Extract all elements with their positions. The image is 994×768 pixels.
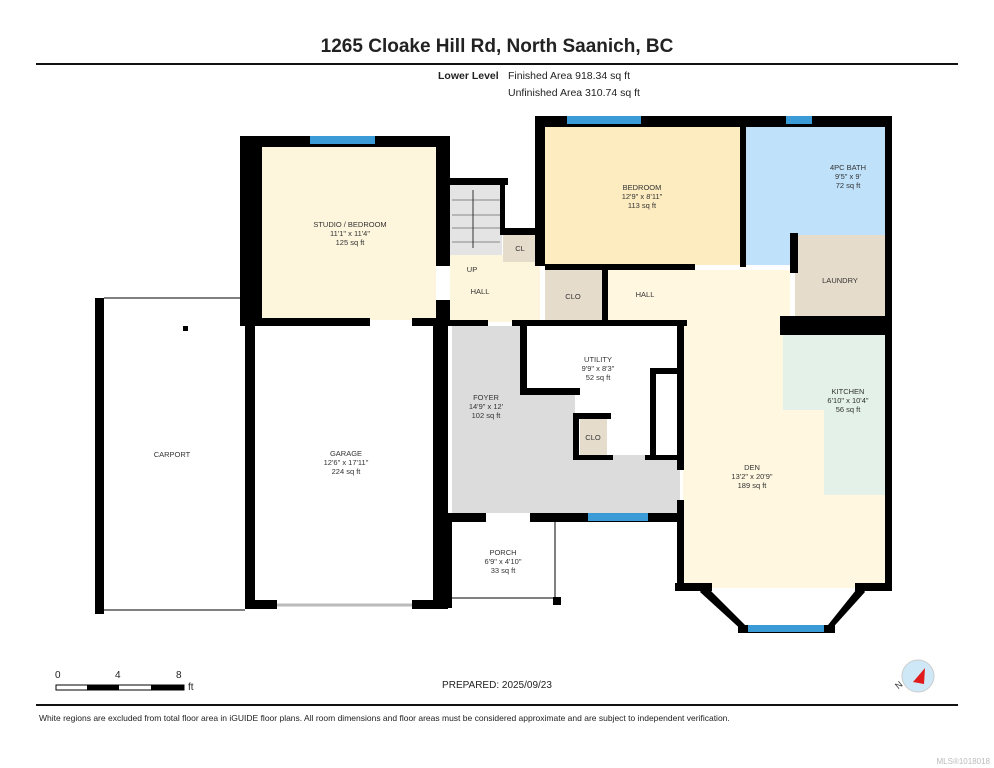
svg-text:CLO: CLO	[585, 433, 601, 442]
svg-text:GARAGE: GARAGE	[330, 449, 362, 458]
hall-room	[450, 255, 540, 322]
level-label: Lower Level	[438, 70, 499, 82]
clo2-closet	[580, 418, 607, 455]
svg-text:KITCHEN: KITCHEN	[832, 387, 865, 396]
svg-text:9'9" x 8'3": 9'9" x 8'3"	[582, 364, 615, 373]
svg-text:33 sq ft: 33 sq ft	[491, 566, 517, 575]
studio-room	[262, 147, 436, 320]
prepared-date: PREPARED: 2025/09/23	[442, 680, 552, 691]
scale-bar	[55, 684, 185, 691]
svg-text:4PC BATH: 4PC BATH	[830, 163, 866, 172]
svg-text:6'10" x 10'4": 6'10" x 10'4"	[827, 396, 868, 405]
stair	[450, 185, 502, 255]
disclaimer: White regions are excluded from total fl…	[39, 713, 730, 723]
svg-text:N: N	[893, 679, 904, 691]
svg-text:56 sq ft: 56 sq ft	[836, 405, 862, 414]
svg-text:FOYER: FOYER	[473, 393, 499, 402]
scale-tick-4: 4	[115, 670, 121, 681]
kitchen-room	[783, 335, 885, 495]
svg-text:102 sq ft: 102 sq ft	[472, 411, 502, 420]
svg-text:BEDROOM: BEDROOM	[623, 183, 662, 192]
footer-divider	[36, 704, 958, 706]
mls-number: MLS®1018018	[936, 757, 991, 766]
windows	[310, 116, 824, 632]
unfinished-area: Unfinished Area 310.74 sq ft	[508, 87, 640, 99]
svg-text:125 sq ft: 125 sq ft	[336, 238, 366, 247]
page-title: 1265 Cloake Hill Rd, North Saanich, BC	[320, 36, 674, 57]
svg-text:6'9" x 4'10": 6'9" x 4'10"	[485, 557, 522, 566]
svg-text:14'9" x 12': 14'9" x 12'	[469, 402, 504, 411]
svg-text:LAUNDRY: LAUNDRY	[822, 276, 858, 285]
foyer-room	[452, 326, 680, 513]
svg-text:189 sq ft: 189 sq ft	[738, 481, 768, 490]
svg-text:HALL: HALL	[471, 287, 490, 296]
svg-text:12'6" x 17'11": 12'6" x 17'11"	[324, 458, 369, 467]
stair-lines	[452, 190, 500, 248]
svg-text:UP: UP	[467, 265, 477, 274]
svg-text:13'2" x 20'9": 13'2" x 20'9"	[731, 472, 772, 481]
svg-text:PORCH: PORCH	[489, 548, 516, 557]
svg-text:HALL: HALL	[636, 290, 655, 299]
scale-unit: ft	[188, 682, 194, 693]
cl-closet	[503, 235, 537, 262]
svg-text:224 sq ft: 224 sq ft	[332, 467, 362, 476]
svg-text:9'5" x 9': 9'5" x 9'	[835, 172, 862, 181]
svg-text:UTILITY: UTILITY	[584, 355, 612, 364]
svg-text:11'1" x 11'4": 11'1" x 11'4"	[330, 229, 370, 238]
room-labels: CARPORT STUDIO / BEDROOM 11'1" x 11'4" 1…	[154, 163, 869, 575]
svg-text:STUDIO / BEDROOM: STUDIO / BEDROOM	[313, 220, 386, 229]
svg-text:CARPORT: CARPORT	[154, 450, 191, 459]
svg-text:DEN: DEN	[744, 463, 760, 472]
svg-text:CL: CL	[515, 244, 525, 253]
compass-icon: N	[893, 659, 935, 693]
svg-text:CLO: CLO	[565, 292, 581, 301]
svg-text:52 sq ft: 52 sq ft	[586, 373, 612, 382]
clo-closet	[545, 270, 602, 322]
header-divider	[36, 63, 958, 65]
svg-text:113 sq ft: 113 sq ft	[628, 201, 657, 210]
scale-tick-0: 0	[55, 670, 61, 681]
laundry-room	[795, 235, 887, 318]
scale-tick-8: 8	[176, 670, 182, 681]
bedroom-room	[545, 127, 740, 265]
finished-area: Finished Area 918.34 sq ft	[508, 70, 630, 82]
svg-text:72 sq ft: 72 sq ft	[836, 181, 862, 190]
svg-text:12'9" x 8'11": 12'9" x 8'11"	[622, 192, 663, 201]
